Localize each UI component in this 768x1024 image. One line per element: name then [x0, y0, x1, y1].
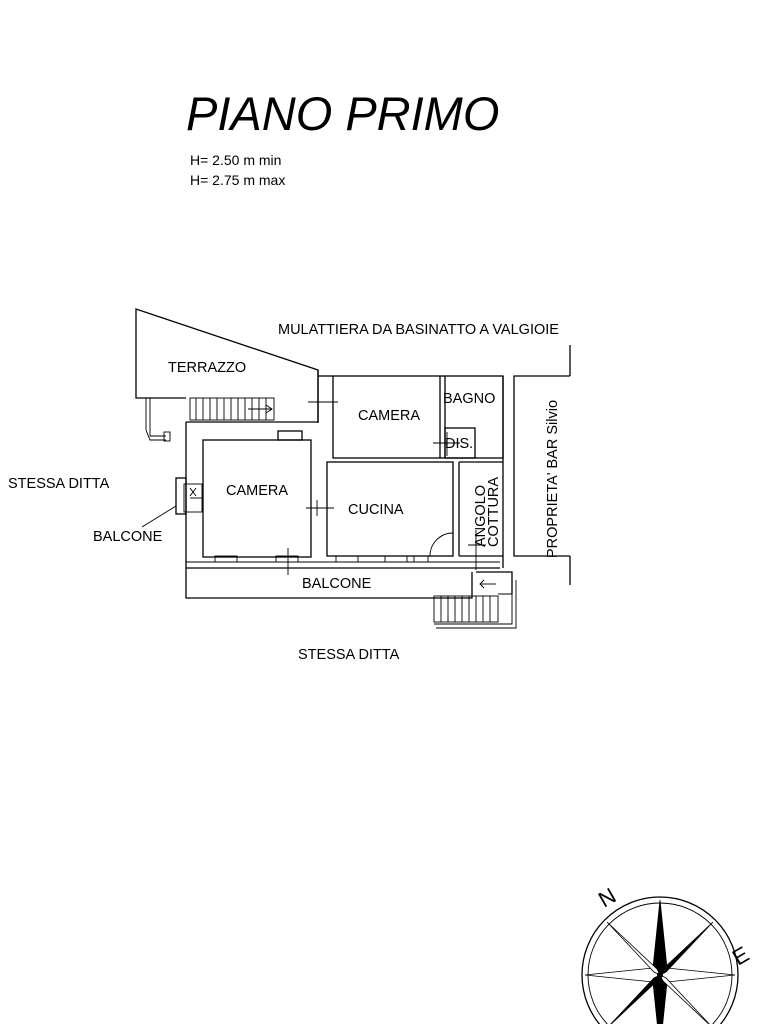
bottom-stairs — [433, 579, 517, 629]
terrace-label: TERRAZZO — [168, 360, 246, 376]
plan-title: PIANO PRIMO — [186, 87, 499, 140]
balcony-left-label: BALCONE — [93, 529, 163, 545]
height-max-note: H= 2.75 m max — [190, 172, 285, 188]
balcony-bottom-label: BALCONE — [302, 576, 372, 592]
property-label: PROPRIETA' BAR Silvio — [545, 400, 561, 558]
cooking-corner-label-1: ANGOLO — [473, 485, 489, 547]
compass-north-label: N — [594, 883, 620, 913]
bathroom-label: BAGNO — [443, 391, 495, 407]
same-owner-left-label: STESSA DITTA — [8, 476, 110, 492]
bedroom-left-label: CAMERA — [226, 483, 288, 499]
kitchen-label: CUCINA — [348, 502, 404, 518]
neighbour-property — [513, 345, 571, 585]
hallway-label: DIS. — [445, 436, 473, 452]
compass-rose-icon: N E — [581, 883, 753, 1024]
road-label: MULATTIERA DA BASINATTO A VALGIOIE — [278, 322, 559, 338]
building-outline — [185, 375, 504, 575]
same-owner-bottom-label: STESSA DITTA — [298, 647, 400, 663]
terrace-stairs — [145, 397, 275, 442]
cooking-corner-label-2: COTTURA — [486, 477, 502, 547]
height-min-note: H= 2.50 m min — [190, 152, 281, 168]
bottom-balcony — [185, 568, 517, 629]
bedroom-top-label: CAMERA — [358, 408, 420, 424]
left-balcony — [141, 477, 203, 528]
